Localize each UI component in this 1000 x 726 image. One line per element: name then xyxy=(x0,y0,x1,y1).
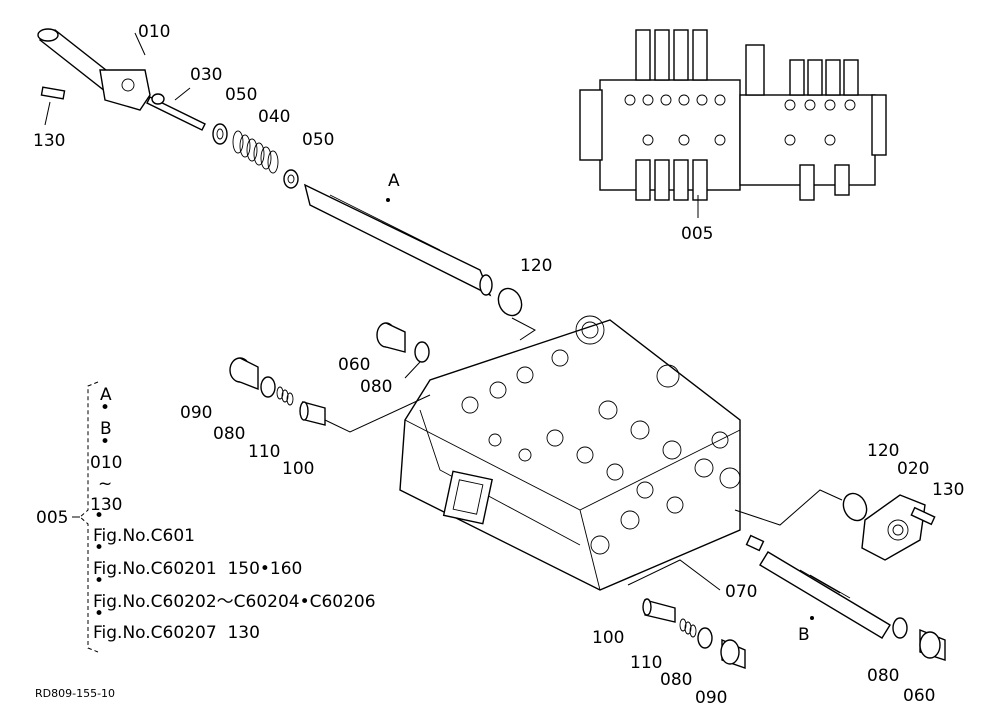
label-110: 110 xyxy=(630,653,662,673)
label-B: B xyxy=(798,625,810,645)
label-080: 080 xyxy=(660,670,692,690)
label-100: 100 xyxy=(592,628,624,648)
label-120: 120 xyxy=(867,441,899,461)
label-040: 040 xyxy=(258,107,290,127)
label-080: 080 xyxy=(213,424,245,444)
legend-line: • xyxy=(94,538,104,558)
label-050: 050 xyxy=(225,85,257,105)
label-010: 010 xyxy=(138,22,170,42)
valve-assembly-thumbnail xyxy=(579,29,887,218)
legend-line: • xyxy=(100,398,110,418)
label-110: 110 xyxy=(248,442,280,462)
label-005: 005 xyxy=(681,224,713,244)
legend-line: 010 xyxy=(90,453,122,473)
label-060: 060 xyxy=(903,686,935,706)
label-130: 130 xyxy=(33,131,65,151)
legend-line: 130 xyxy=(90,495,122,515)
label-050: 050 xyxy=(302,130,334,150)
legend-line: ~ xyxy=(98,474,112,494)
label-120: 120 xyxy=(520,256,552,276)
assembly-legend: 005 A • B • 010 ~ 130 • Fig.No.C601 • Fi… xyxy=(36,381,376,653)
label-090: 090 xyxy=(180,403,212,423)
legend-line: Fig.No.C60207 130 xyxy=(93,623,260,643)
legend-line: • xyxy=(94,506,104,526)
legend-line: • xyxy=(94,571,104,591)
left-side-parts xyxy=(229,322,431,433)
legend-line: Fig.No.C601 xyxy=(93,526,195,546)
legend-line: Fig.No.C60201 150•160 xyxy=(93,559,302,579)
valve-body xyxy=(399,315,741,591)
label-060: 060 xyxy=(338,355,370,375)
part-labels: 010 030 050 040 050 130 A 120 005 060 08… xyxy=(33,22,964,708)
right-side-parts xyxy=(627,489,946,669)
legend-line: • xyxy=(100,432,110,452)
label-030: 030 xyxy=(190,65,222,85)
label-100: 100 xyxy=(282,459,314,479)
legend-line: Fig.No.C60202～C60204•C60206 xyxy=(93,592,376,612)
drawing-code: RD809-155-10 xyxy=(35,687,115,700)
label-080: 080 xyxy=(867,666,899,686)
label-080: 080 xyxy=(360,377,392,397)
label-020: 020 xyxy=(897,459,929,479)
label-A: A xyxy=(388,171,400,191)
legend-line: • xyxy=(94,604,104,624)
label-090: 090 xyxy=(695,688,727,708)
upper-spool-parts xyxy=(37,28,536,341)
label-070: 070 xyxy=(725,582,757,602)
legend-line: A xyxy=(100,385,112,405)
legend-assembly-number: 005 xyxy=(36,508,68,528)
legend-line: B xyxy=(100,419,112,439)
label-130: 130 xyxy=(932,480,964,500)
